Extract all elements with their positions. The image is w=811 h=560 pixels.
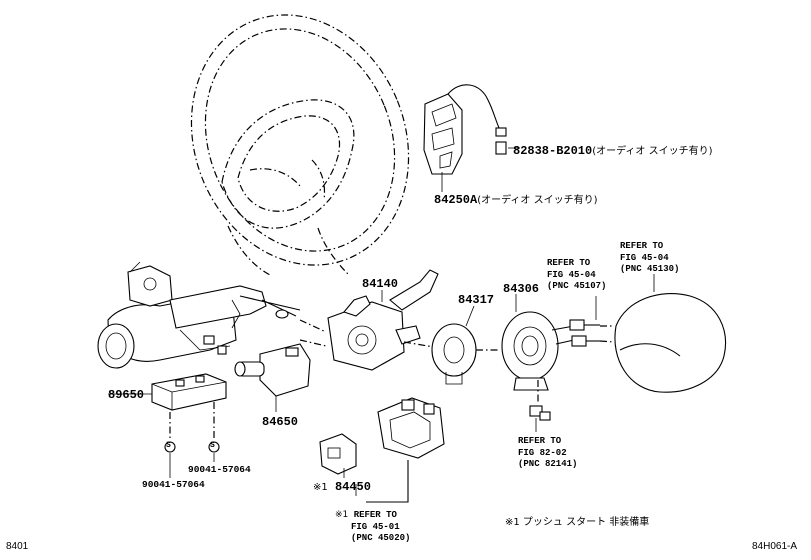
ecu-part: [108, 373, 227, 440]
horn-pad-outline: [599, 274, 727, 393]
audio-switch-part: [423, 84, 520, 192]
ref-line: (PNC 45130): [620, 264, 680, 274]
refer-to-45107: REFER TO FIG 45-04 (PNC 45107): [547, 258, 606, 293]
ref-line: FIG 45-01: [351, 521, 400, 532]
screw-symbol-left: S: [166, 441, 171, 450]
ref-line: (PNC 82141): [518, 459, 578, 469]
part-mark: ※1: [313, 482, 328, 493]
spiral-cable-part: [501, 294, 600, 432]
combination-switch-part: [327, 269, 441, 371]
ref-line: REFER TO: [353, 510, 397, 520]
part-number: 82838-B2010: [513, 144, 593, 158]
part-number: 84450: [334, 480, 371, 494]
part-label-90041-left: 90041-57064: [142, 479, 205, 490]
part-label-84317: 84317: [458, 293, 495, 307]
refer-to-82141: REFER TO FIG 82-02 (PNC 82141): [518, 436, 577, 471]
spiral-cable-sub-part: [431, 305, 500, 385]
ref-line: (PNC 45020): [351, 533, 411, 543]
part-note: (オーディオ スイッチ有り): [592, 146, 713, 157]
ignition-switch-part: [319, 397, 445, 503]
ref-line: (PNC 45107): [547, 281, 607, 291]
ref-line: FIG 45-04: [620, 252, 669, 263]
part-label-84306: 84306: [503, 282, 540, 296]
ref-line: FIG 45-04: [547, 269, 596, 280]
footnote: ※1 プッシュ スタート 非装備車: [505, 517, 650, 528]
ref-line: FIG 82-02: [518, 447, 567, 458]
part-label-82838: 82838-B2010(オーディオ スイッチ有り): [513, 145, 713, 157]
page-code: 8401: [6, 541, 29, 552]
part-label-84140: 84140: [362, 277, 399, 291]
part-label-84250A: 84250A(オーディオ スイッチ有り): [434, 194, 598, 206]
part-number: 84250A: [434, 193, 478, 207]
ref-line: REFER TO: [518, 436, 562, 446]
part-note: (オーディオ スイッチ有り): [477, 195, 598, 206]
lighting-switch-part: [234, 343, 311, 412]
refer-to-45020: ※1 REFER TO FIG 45-01 (PNC 45020): [335, 510, 410, 545]
ref-mark: ※1: [335, 510, 349, 520]
part-label-84650: 84650: [262, 415, 299, 429]
screw-symbol-right: S: [210, 441, 215, 450]
figure-code: 84H061-A: [752, 541, 798, 552]
refer-to-45130: REFER TO FIG 45-04 (PNC 45130): [620, 241, 679, 276]
ref-line: REFER TO: [620, 241, 664, 251]
steering-wheel-outline: [190, 14, 410, 277]
part-label-89650: 89650: [108, 388, 145, 402]
screw-symbols: [164, 441, 220, 478]
ref-line: REFER TO: [547, 258, 591, 268]
part-label-84450: ※1 84450: [313, 481, 371, 493]
part-label-90041-right: 90041-57064: [188, 464, 251, 475]
steering-column-part: [97, 261, 301, 369]
